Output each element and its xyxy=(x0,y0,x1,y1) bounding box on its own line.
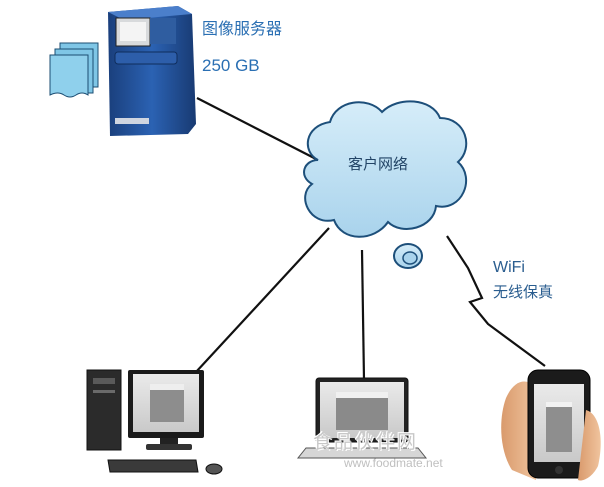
laptop-computer-icon xyxy=(296,377,428,459)
network-label: 客户网络 xyxy=(348,155,409,173)
document-stack-icon xyxy=(49,42,99,98)
server-capacity-label: 250 GB xyxy=(202,56,260,75)
server-title-label: 图像服务器 xyxy=(202,19,283,38)
server-cloud-connector xyxy=(196,97,319,161)
laptop-cloud-connector xyxy=(360,249,366,381)
watermark-url: www.foodmate.net xyxy=(344,456,443,470)
wifi-label: WiFi xyxy=(493,259,525,276)
smartphone-icon xyxy=(501,369,601,481)
desktop-computer-icon xyxy=(86,369,223,475)
desktop-cloud-connector xyxy=(195,227,330,373)
cloud-network-icon xyxy=(303,100,468,269)
watermark-chinese: 食品伙伴网 xyxy=(313,431,419,453)
wifi-zigzag-connector xyxy=(446,235,546,367)
wifi-sublabel: 无线保真 xyxy=(493,283,554,301)
connector-lines xyxy=(195,97,546,381)
imaging-server-icon xyxy=(108,6,196,136)
